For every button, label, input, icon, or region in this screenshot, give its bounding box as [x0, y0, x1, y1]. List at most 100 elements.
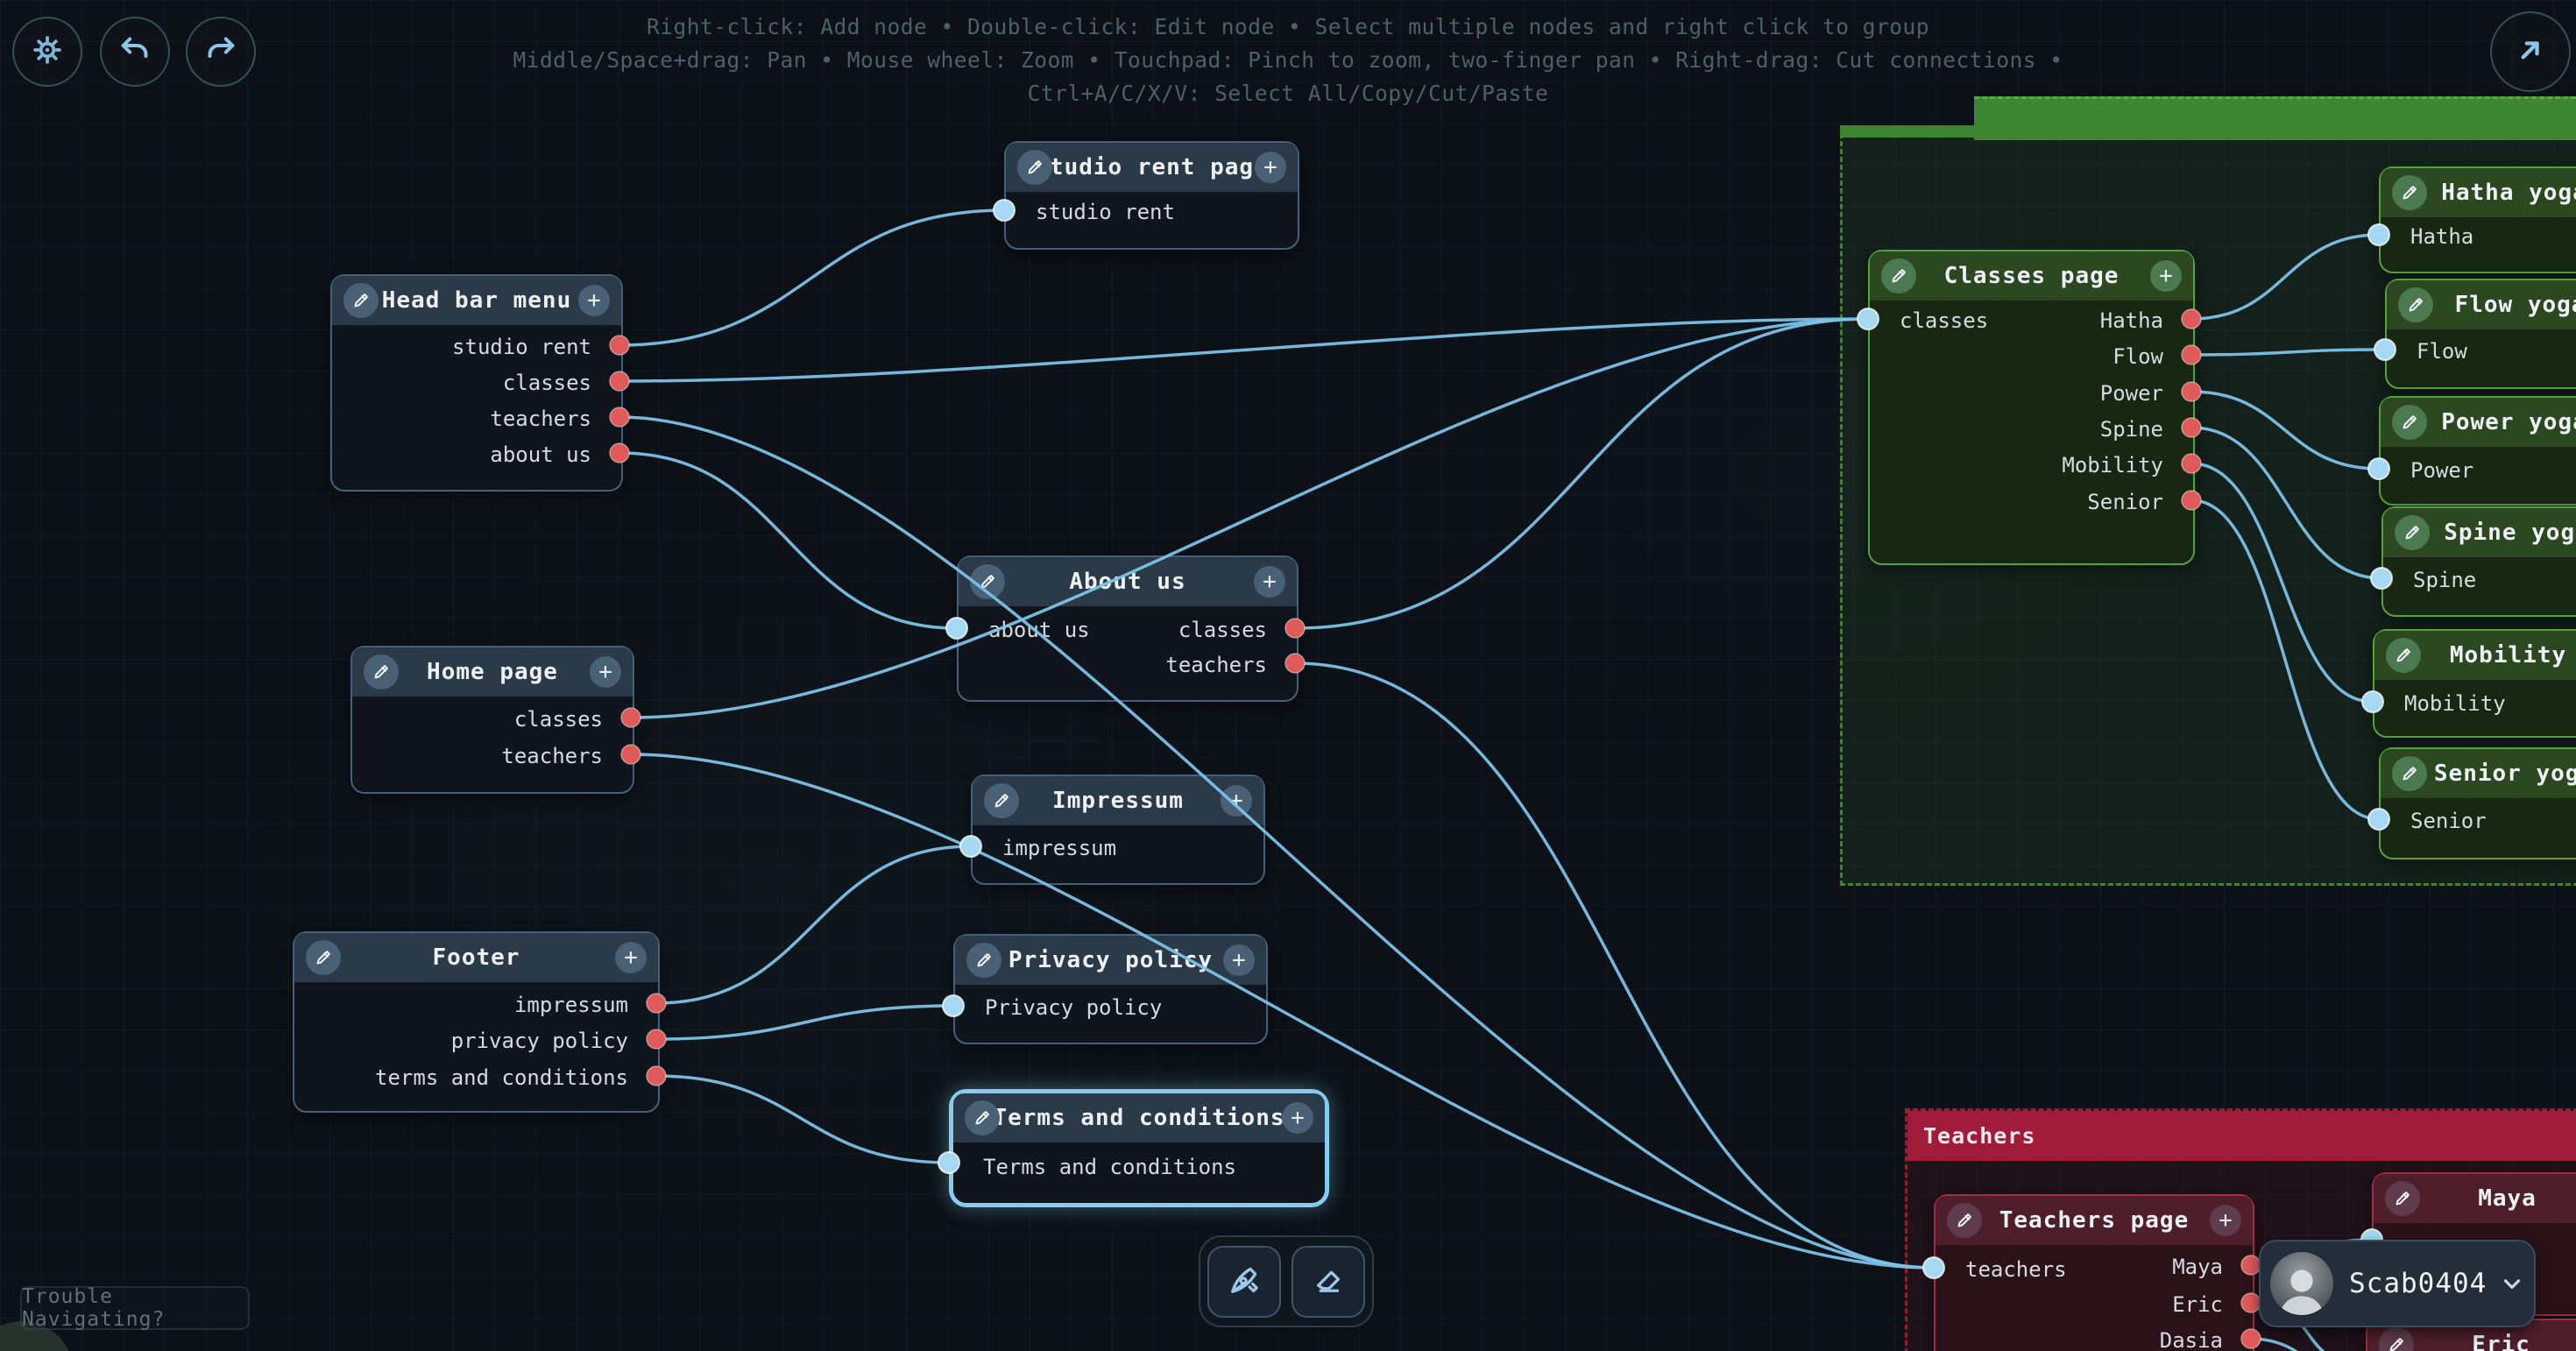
node-studio-rent-page[interactable]: Studio rent page+ studio rent — [1004, 141, 1299, 250]
input-port-label: impressum — [1002, 836, 1117, 860]
redo-button[interactable] — [186, 17, 256, 87]
teachers-group-header[interactable]: Teachers — [1907, 1111, 2576, 1161]
edit-node-icon[interactable] — [1017, 150, 1052, 185]
edit-node-icon[interactable] — [2379, 1327, 2414, 1351]
add-port-icon[interactable]: + — [1223, 944, 1255, 976]
edit-node-icon[interactable] — [2392, 756, 2427, 791]
redo-icon — [203, 32, 238, 71]
edit-node-icon[interactable] — [1881, 258, 1916, 294]
node-header[interactable]: Spine yoga+ — [2383, 508, 2576, 557]
edit-node-icon[interactable] — [343, 283, 379, 318]
user-avatar — [2270, 1252, 2333, 1315]
node-mobility[interactable]: Mobility+Mobility — [2373, 629, 2576, 738]
output-port-label: Spine — [2099, 417, 2163, 442]
pen-tool-button[interactable] — [1207, 1245, 1281, 1318]
node-header[interactable]: Maya+ — [2374, 1174, 2576, 1223]
node-header[interactable]: Impressum+ — [973, 776, 1263, 825]
node-header[interactable]: Footer+ — [294, 933, 658, 982]
node-header[interactable]: Flow yoga+ — [2387, 280, 2576, 329]
node-header[interactable]: Classes page+ — [1870, 251, 2193, 301]
input-port-label: studio rent — [1036, 200, 1175, 224]
help-line-1: Right-click: Add node • Double-click: Ed… — [646, 14, 1930, 39]
input-port-label: about us — [988, 618, 1090, 642]
node-flow-yoga[interactable]: Flow yoga+Flow — [2385, 279, 2576, 389]
edit-node-icon[interactable] — [2395, 515, 2430, 550]
edit-node-icon[interactable] — [966, 943, 1001, 978]
node-header[interactable]: Mobility+ — [2374, 631, 2576, 680]
eraser-icon — [1310, 1262, 1347, 1302]
add-port-icon[interactable]: + — [1221, 785, 1252, 817]
node-title: Teachers page — [1999, 1207, 2190, 1234]
edit-node-icon[interactable] — [970, 564, 1005, 599]
add-port-icon[interactable]: + — [2210, 1205, 2241, 1236]
node-privacy-policy[interactable]: Privacy policy+Privacy policy — [953, 934, 1268, 1044]
arrow-up-right-icon — [2513, 32, 2548, 71]
teachers-group-label: Teachers — [1923, 1123, 2036, 1149]
node-title: Flow yoga — [2454, 292, 2576, 318]
edit-node-icon[interactable] — [2398, 287, 2433, 322]
node-title: Maya — [2478, 1185, 2537, 1212]
node-header[interactable]: About us+ — [959, 557, 1297, 606]
user-name: Scab0404 — [2349, 1268, 2488, 1299]
output-port-label: Power — [2099, 381, 2163, 406]
node-title: Home page — [427, 659, 558, 685]
node-impressum[interactable]: Impressum+ impressum — [971, 775, 1265, 885]
undo-button[interactable] — [100, 17, 170, 87]
user-menu[interactable]: Scab0404 — [2259, 1240, 2536, 1327]
node-header[interactable]: Hatha yoga+ — [2381, 168, 2576, 217]
node-header[interactable]: Teachers page + — [1936, 1196, 2253, 1245]
edit-node-icon[interactable] — [306, 940, 341, 975]
settings-button[interactable] — [12, 17, 82, 87]
node-header[interactable]: Terms and conditions+ — [953, 1093, 1325, 1142]
edit-node-icon[interactable] — [984, 783, 1019, 818]
node-hatha-yoga[interactable]: Hatha yoga+ Hatha — [2379, 166, 2576, 273]
classes-group-header[interactable] — [1974, 96, 2576, 140]
gear-icon — [31, 33, 64, 70]
node-header[interactable]: Privacy policy+ — [955, 936, 1266, 985]
trouble-navigating-button[interactable]: Trouble Navigating? — [20, 1285, 250, 1331]
node-header[interactable]: Power yoga+ — [2381, 398, 2576, 447]
node-header[interactable]: Senior yoga+ — [2381, 749, 2576, 798]
open-external-button[interactable] — [2490, 11, 2571, 92]
classes-group-bar[interactable] — [1840, 125, 1974, 138]
edit-node-icon[interactable] — [965, 1100, 1000, 1135]
node-title: Studio rent page — [1035, 154, 1269, 180]
node-header[interactable]: Home page + — [352, 647, 633, 697]
node-title: Senior yoga — [2433, 760, 2576, 787]
node-terms-and-conditions[interactable]: Terms and conditions+Terms and condition… — [949, 1089, 1329, 1207]
edit-node-icon[interactable] — [2392, 175, 2427, 210]
add-port-icon[interactable]: + — [590, 656, 621, 688]
node-spine-yoga[interactable]: Spine yoga+Spine — [2381, 506, 2576, 617]
input-port-label: Power — [2410, 458, 2474, 483]
add-port-icon[interactable]: + — [615, 942, 647, 973]
node-header[interactable]: Studio rent page+ — [1006, 143, 1298, 192]
input-port-label: Hatha — [2410, 224, 2474, 249]
output-port-label: Maya — [2172, 1255, 2223, 1279]
output-port-label: terms and conditions — [375, 1065, 628, 1090]
output-port-label: studio rent — [452, 335, 591, 359]
node-power-yoga[interactable]: Power yoga+ Power — [2379, 396, 2576, 506]
add-port-icon[interactable]: + — [1282, 1102, 1313, 1134]
add-port-icon[interactable]: + — [578, 285, 610, 316]
add-port-icon[interactable]: + — [2150, 260, 2182, 292]
add-port-icon[interactable]: + — [1255, 152, 1286, 183]
edit-node-icon[interactable] — [2386, 638, 2421, 673]
input-port-label: Senior — [2410, 809, 2487, 833]
edit-node-icon[interactable] — [2392, 405, 2427, 440]
eraser-tool-button[interactable] — [1292, 1245, 1365, 1318]
edit-node-icon[interactable] — [2385, 1181, 2420, 1216]
node-title: Mobility — [2449, 642, 2567, 668]
output-port-label: Flow — [2112, 344, 2163, 369]
node-senior-yoga[interactable]: Senior yoga+ Senior — [2379, 747, 2576, 859]
edit-node-icon[interactable] — [1947, 1203, 1982, 1238]
add-port-icon[interactable]: + — [1254, 566, 1285, 598]
node-header[interactable]: Head bar menu+ — [332, 276, 621, 325]
edit-node-icon[interactable] — [364, 654, 399, 690]
